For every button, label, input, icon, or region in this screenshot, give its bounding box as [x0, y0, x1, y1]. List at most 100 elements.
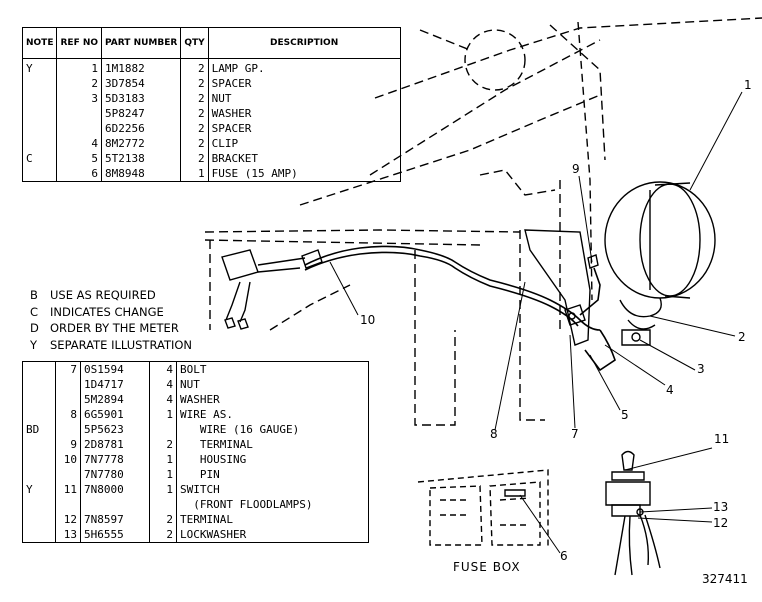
header-description: DESCRIPTION [207, 27, 401, 59]
cell-note [22, 76, 58, 91]
figure-id: 327411 [702, 572, 748, 586]
cell-desc: TERMINAL [180, 513, 233, 526]
cell-note [22, 121, 58, 136]
cell-part [80, 497, 150, 512]
cell-ref: 1 [56, 58, 103, 76]
cell-qty: 2 [149, 512, 177, 527]
table-row: (FRONT FLOODLAMPS) [22, 497, 369, 512]
cell-ref [55, 392, 81, 407]
cell-part: 6D2256 [101, 121, 182, 136]
callout-6: 6 [560, 549, 568, 563]
callout-7: 7 [571, 427, 579, 441]
fuse-icon [504, 489, 526, 497]
cell-note [22, 361, 56, 377]
cell-desc: LAMP GP. [211, 62, 265, 75]
legend-text: USE AS REQUIRED [50, 288, 156, 302]
frame-outline [204, 17, 762, 426]
cell-qty: 4 [149, 377, 177, 392]
legend-key: Y [30, 337, 38, 352]
connector-housing [221, 249, 323, 330]
cell-qty: 2 [180, 76, 209, 91]
cell-qty: 2 [149, 527, 177, 543]
cell-qty: 1 [149, 452, 177, 467]
cell-qty: 2 [180, 91, 209, 106]
cell-desc: LOCKWASHER [180, 528, 247, 541]
cell-note [22, 407, 56, 422]
cell-ref: 12 [55, 512, 81, 527]
cell-part: 7N7780 [80, 467, 150, 482]
cell-qty: 1 [180, 166, 209, 182]
cell-qty: 1 [149, 482, 177, 497]
switch-icon [605, 450, 661, 576]
cell-part: 5H6555 [80, 527, 150, 543]
cell-ref [55, 467, 81, 482]
fuse-box-icon [417, 469, 549, 548]
cell-qty: 1 [149, 407, 177, 422]
legend-text: ORDER BY THE METER [50, 321, 179, 335]
cell-part: 2D8781 [80, 437, 150, 452]
cell-part: 5M2894 [80, 392, 150, 407]
callout-1: 1 [744, 78, 752, 92]
cell-note [22, 512, 56, 527]
bracket [524, 21, 593, 346]
cell-qty: 2 [180, 106, 209, 121]
callout-11: 11 [714, 432, 730, 446]
cell-desc: SWITCH [180, 483, 220, 496]
cell-part: 8M2772 [101, 136, 182, 151]
fuse-box-label: FUSE BOX [453, 560, 521, 574]
callout-12: 12 [713, 516, 729, 530]
cell-part: 8M8948 [101, 166, 182, 182]
header-part-number: PART NUMBER [101, 27, 182, 59]
cell-note [22, 437, 56, 452]
cell-ref [55, 422, 81, 437]
cell-part: 1D4717 [80, 377, 150, 392]
cell-desc: BOLT [180, 363, 207, 376]
cell-qty: 2 [180, 151, 209, 166]
cell-desc: SPACER [211, 77, 252, 90]
cell-note [22, 452, 56, 467]
cell-qty: 1 [149, 467, 177, 482]
cell-qty [149, 497, 177, 512]
cell-part: 5P8247 [101, 106, 182, 121]
cell-desc: BRACKET [211, 152, 258, 165]
cell-desc: WIRE AS. [180, 408, 233, 421]
cell-desc: WIRE (16 GAUGE) [180, 423, 300, 436]
callout-2: 2 [738, 330, 746, 344]
wire-harness [304, 245, 616, 372]
cell-note [22, 497, 56, 512]
legend-key: D [30, 321, 39, 335]
cell-ref [56, 121, 103, 136]
callout-4: 4 [666, 383, 674, 397]
cell-qty: 2 [180, 121, 209, 136]
cell-part: 0S1594 [80, 361, 150, 377]
cell-desc: NUT [180, 378, 200, 391]
cell-ref: 2 [56, 76, 103, 91]
cell-part: 5T2138 [101, 151, 182, 166]
callout-13: 13 [713, 500, 729, 514]
cell-note: Y [22, 482, 56, 497]
cell-part: 6G5901 [80, 407, 150, 422]
legend-key: B [30, 288, 38, 302]
cell-desc: WASHER [180, 393, 220, 406]
cell-ref [56, 106, 103, 121]
callout-3: 3 [697, 362, 705, 376]
cell-qty: 2 [180, 58, 209, 76]
cell-part: 7N7778 [80, 452, 150, 467]
cell-ref [55, 497, 81, 512]
